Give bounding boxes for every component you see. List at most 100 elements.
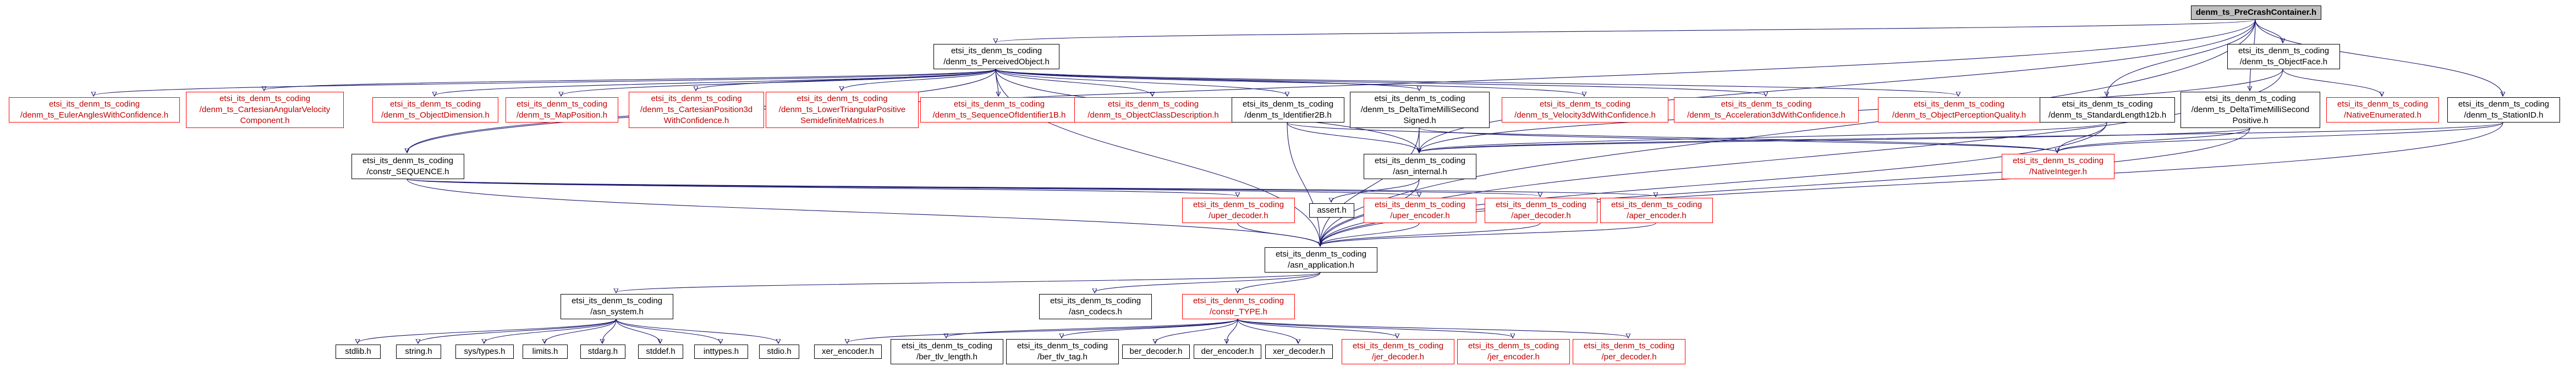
include-edge [2282,69,2382,96]
graph-node-label-line: /denm_ts_ObjectFace.h [2239,57,2328,66]
graph-node-xerEnc[interactable]: xer_encoder.h [814,345,882,359]
graph-node-constrType[interactable]: etsi_its_denm_ts_coding/constr_TYPE.h [1182,294,1295,319]
graph-node-seqOfId1b[interactable]: etsi_its_denm_ts_coding/denm_ts_Sequence… [920,97,1078,123]
graph-node-label-line: inttypes.h [703,347,739,356]
include-edge [1227,319,1238,343]
graph-node-stdLen12b[interactable]: etsi_its_denm_ts_coding/denm_ts_Standard… [2040,97,2175,123]
graph-node-limits[interactable]: limits.h [523,345,568,359]
graph-node-stdarg[interactable]: stdarg.h [580,345,625,359]
include-edge [1237,319,1397,337]
graph-node-uperDec[interactable]: etsi_its_denm_ts_coding/uper_decoder.h [1182,198,1295,223]
graph-node-label-line: etsi_its_denm_ts_coding [1017,341,1108,351]
graph-node-stdio[interactable]: stdio.h [759,345,799,359]
graph-node-label-line: /asn_codecs.h [1069,307,1122,317]
graph-node-stationId[interactable]: etsi_its_denm_ts_coding/denm_ts_StationI… [2447,97,2560,123]
graph-node-label-line: etsi_its_denm_ts_coding [1352,341,1444,351]
graph-node-mapPos[interactable]: etsi_its_denm_ts_coding/denm_ts_MapPosit… [506,97,618,123]
graph-node-label-line: der_encoder.h [1201,347,1254,356]
graph-node-label-line: /denm_ts_Identifier2B.h [1244,110,1332,120]
graph-node-stddef[interactable]: stddef.h [638,345,683,359]
include-edge [545,319,617,343]
graph-node-label-line: etsi_its_denm_ts_coding [1539,99,1631,109]
graph-node-perceivedObject[interactable]: etsi_its_denm_ts_coding/denm_ts_Perceive… [933,44,1059,69]
graph-node-label-line: etsi_its_denm_ts_coding [2062,99,2153,109]
graph-node-cartPos3d[interactable]: etsi_its_denm_ts_coding/denm_ts_Cartesia… [629,92,764,128]
graph-node-berTlvTag[interactable]: etsi_its_denm_ts_coding/ber_tlv_tag.h [1006,339,1119,364]
graph-node-objDim[interactable]: etsi_its_denm_ts_coding/denm_ts_ObjectDi… [372,97,498,123]
graph-node-label-line: /aper_decoder.h [1511,211,1571,220]
include-edge [616,319,778,343]
graph-node-jerDec[interactable]: etsi_its_denm_ts_coding/jer_decoder.h [1342,339,1454,364]
include-edge [2107,19,2256,96]
graph-node-jerEnc[interactable]: etsi_its_denm_ts_coding/jer_encoder.h [1457,339,1570,364]
graph-node-objPercQual[interactable]: etsi_its_denm_ts_coding/denm_ts_ObjectPe… [1878,97,2040,123]
graph-node-vel3d[interactable]: etsi_its_denm_ts_coding/denm_ts_Velocity… [1502,97,1668,123]
graph-node-berTlvLen[interactable]: etsi_its_denm_ts_coding/ber_tlv_length.h [891,339,1003,364]
graph-node-stdlib[interactable]: stdlib.h [336,345,381,359]
include-edge [1062,319,1238,337]
graph-node-id2b[interactable]: etsi_its_denm_ts_coding/denm_ts_Identifi… [1232,97,1344,123]
graph-node-label-line: etsi_its_denm_ts_coding [2337,99,2429,109]
graph-node-label-line: /asn_internal.h [1393,167,1447,176]
graph-node-label-line: /ber_tlv_tag.h [1037,352,1087,362]
graph-node-label-line: stdlib.h [345,347,371,356]
include-edge [1419,122,2503,152]
graph-node-label-line: /ber_tlv_length.h [916,352,977,362]
include-edge [2057,122,2503,152]
graph-node-asnInternal[interactable]: etsi_its_denm_ts_coding/asn_internal.h [1364,154,1476,179]
include-edge [2255,19,2283,42]
graph-node-aperDec[interactable]: etsi_its_denm_ts_coding/aper_decoder.h [1485,198,1597,223]
graph-node-lowerTri[interactable]: etsi_its_denm_ts_coding/denm_ts_LowerTri… [766,92,919,128]
graph-node-objClassDesc[interactable]: etsi_its_denm_ts_coding/denm_ts_ObjectCl… [1074,97,1232,123]
graph-node-dtmsSigned[interactable]: etsi_its_denm_ts_coding/denm_ts_DeltaTim… [1350,92,1490,128]
graph-node-label-line: etsi_its_denm_ts_coding [2012,156,2104,165]
graph-node-asnCodecs[interactable]: etsi_its_denm_ts_coding/asn_codecs.h [1039,294,1152,319]
graph-node-objectFace[interactable]: etsi_its_denm_ts_coding/denm_ts_ObjectFa… [2227,44,2340,69]
graph-node-label-line: /denm_ts_ObjectClassDescription.h [1087,110,1219,120]
graph-node-aperEnc[interactable]: etsi_its_denm_ts_coding/aper_encoder.h [1600,198,1713,223]
graph-node-label-line: ber_decoder.h [1129,347,1183,356]
graph-node-asnSystem[interactable]: etsi_its_denm_ts_coding/asn_system.h [561,294,673,319]
include-edge [1287,122,2057,152]
graph-node-nativeEnum[interactable]: etsi_its_denm_ts_coding/NativeEnumerated… [2326,97,2439,123]
graph-node-label-line: /denm_ts_DeltaTimeMilliSecond [2191,105,2310,114]
include-edge [484,319,617,343]
graph-node-berDec[interactable]: ber_decoder.h [1122,345,1190,359]
graph-node-euler[interactable]: etsi_its_denm_ts_coding/denm_ts_EulerAng… [9,97,180,123]
include-edge [407,179,1320,246]
include-edge [1320,122,2503,246]
graph-node-pcc: denm_ts_PreCrashContainer.h [2191,5,2321,20]
graph-node-label-line: stddef.h [646,347,675,356]
graph-node-label-line: etsi_its_denm_ts_coding [1374,156,1466,165]
include-edge [1419,127,2250,152]
include-edge [996,19,2256,42]
graph-node-assert[interactable]: assert.h [1309,203,1354,218]
graph-node-label-line: etsi_its_denm_ts_coding [1050,296,1141,306]
graph-node-label-line: Component.h [240,116,290,125]
graph-node-xerDec[interactable]: xer_decoder.h [1265,345,1333,359]
graph-node-string[interactable]: string.h [396,345,441,359]
include-edge [1331,179,1420,202]
graph-node-label-line: etsi_its_denm_ts_coding [2238,46,2330,55]
graph-node-inttypes[interactable]: inttypes.h [694,345,748,359]
graph-node-label-line: /jer_decoder.h [1371,352,1425,362]
graph-node-label-line: /denm_ts_MapPosition.h [516,110,608,120]
include-edge [1287,122,1320,246]
graph-node-perDec[interactable]: etsi_its_denm_ts_coding/per_decoder.h [1573,339,1685,364]
include-edge [1320,127,1420,246]
graph-node-acc3d[interactable]: etsi_its_denm_ts_coding/denm_ts_Accelera… [1674,97,1859,123]
graph-node-systypes[interactable]: sys/types.h [455,345,514,359]
graph-node-asnApp[interactable]: etsi_its_denm_ts_coding/asn_application.… [1265,247,1377,273]
graph-node-uperEnc[interactable]: etsi_its_denm_ts_coding/uper_encoder.h [1364,198,1476,223]
include-edge [616,272,1321,292]
graph-node-label-line: /asn_application.h [1288,260,1354,270]
graph-node-cartAngVel[interactable]: etsi_its_denm_ts_coding/denm_ts_Cartesia… [186,92,344,128]
graph-node-constrSeq[interactable]: etsi_its_denm_ts_coding/constr_SEQUENCE.… [351,154,464,179]
include-edge [358,319,617,343]
graph-node-label-line: etsi_its_denm_ts_coding [1721,99,1812,109]
graph-node-label-line: etsi_its_denm_ts_coding [48,99,140,109]
graph-node-label-line: SemidefiniteMatrices.h [800,116,884,125]
graph-node-dtmsPositive[interactable]: etsi_its_denm_ts_coding/denm_ts_DeltaTim… [2180,92,2320,128]
graph-node-nativeInt[interactable]: etsi_its_denm_ts_coding/NativeInteger.h [2002,154,2114,179]
graph-node-derEnc[interactable]: der_encoder.h [1194,345,1261,359]
